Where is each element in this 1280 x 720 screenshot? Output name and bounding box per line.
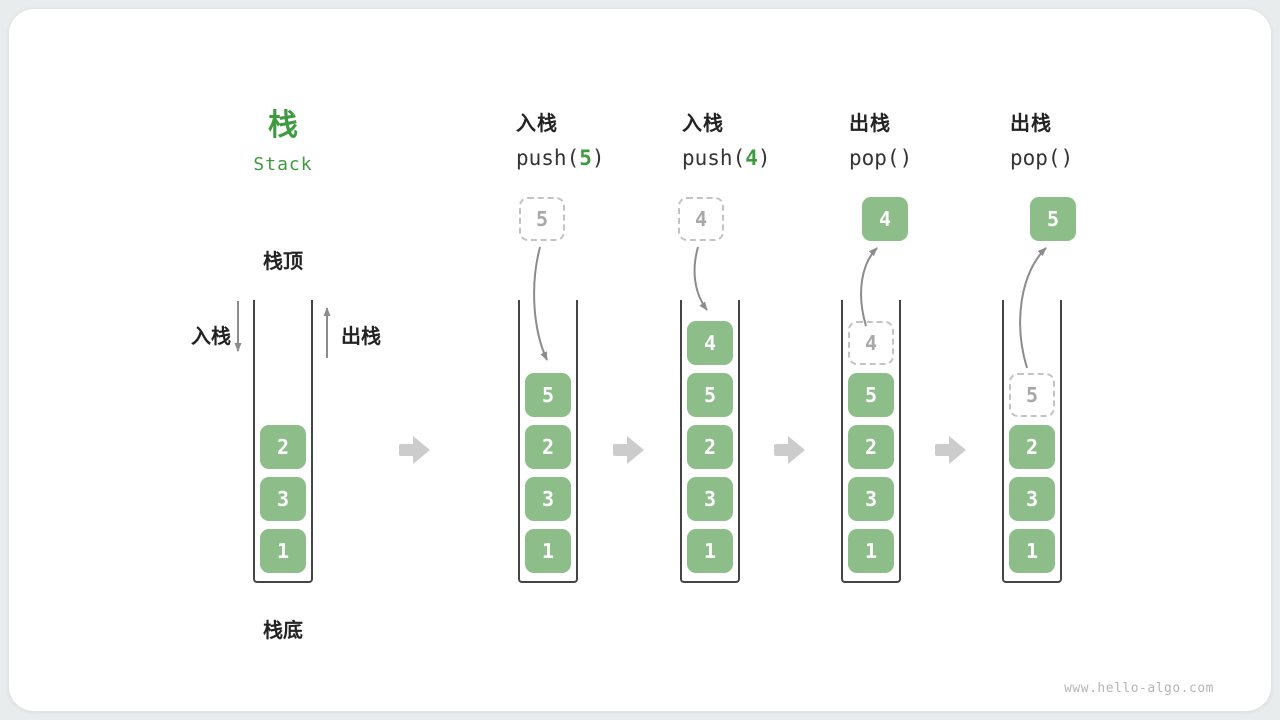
operation-code: push(4) [682, 146, 771, 170]
stack-element: 2 [525, 425, 571, 469]
operation-label: 出栈 [1010, 113, 1052, 135]
push-side-label: 入栈 [191, 326, 231, 348]
stack-element: 3 [1009, 477, 1055, 521]
next-step-arrow-icon [935, 436, 967, 464]
stack-element: 5 [687, 373, 733, 417]
stack-element: 1 [848, 529, 894, 573]
stack-element: 2 [1009, 425, 1055, 469]
stack-element: 1 [260, 529, 306, 573]
next-step-arrow-icon [399, 436, 431, 464]
stack-element: 2 [260, 425, 306, 469]
stack-element: 1 [1009, 529, 1055, 573]
stack-element: 2 [687, 425, 733, 469]
pop-side-label: 出栈 [341, 326, 381, 348]
stack-element: 3 [525, 477, 571, 521]
floating-dashed-box: 4 [678, 197, 724, 241]
arrow-bar [399, 444, 414, 456]
next-step-arrow-icon [774, 436, 806, 464]
code-function: pop( [849, 146, 900, 170]
stack-element: 4 [687, 321, 733, 365]
arrow-bar [774, 444, 789, 456]
arrow-head [413, 436, 430, 464]
stack-element: 1 [525, 529, 571, 573]
stack-element: 3 [848, 477, 894, 521]
code-function: pop( [1010, 146, 1061, 170]
code-close: ) [591, 146, 605, 170]
operation-label: 入栈 [682, 113, 724, 135]
arrow-head [627, 436, 644, 464]
code-function: push( [682, 146, 746, 170]
title-block: 栈 Stack [193, 100, 373, 175]
stack-element: 1 [687, 529, 733, 573]
stack-element: 5 [1009, 373, 1055, 417]
stack-element: 4 [848, 321, 894, 365]
operation-label: 入栈 [516, 113, 558, 135]
arrow-head [949, 436, 966, 464]
floating-solid-box: 5 [1030, 197, 1076, 241]
operation-code: pop() [1010, 146, 1073, 170]
arrow-bar [613, 444, 628, 456]
code-function: push( [516, 146, 580, 170]
stack-element: 5 [848, 373, 894, 417]
stack-bottom-label: 栈底 [263, 620, 303, 642]
stack-element: 5 [525, 373, 571, 417]
operation-code: push(5) [516, 146, 605, 170]
code-argument: 5 [579, 146, 592, 170]
code-close: ) [757, 146, 771, 170]
arrow-head [788, 436, 805, 464]
stack-element: 3 [260, 477, 306, 521]
step-header-push-5: 入栈 push(5) [516, 107, 605, 170]
watermark: www.hello-algo.com [1064, 681, 1214, 696]
code-close: ) [1060, 146, 1074, 170]
page-title: 栈 [268, 109, 298, 142]
operation-code: pop() [849, 146, 912, 170]
code-close: ) [899, 146, 913, 170]
arrow-bar [935, 444, 950, 456]
page-subtitle: Stack [253, 154, 313, 175]
stack-top-label: 栈顶 [263, 251, 303, 273]
step-header-pop-4: 出栈 pop() [849, 107, 912, 170]
stack-element: 2 [848, 425, 894, 469]
floating-solid-box: 4 [862, 197, 908, 241]
code-argument: 4 [745, 146, 758, 170]
stack-element: 3 [687, 477, 733, 521]
floating-dashed-box: 5 [519, 197, 565, 241]
next-step-arrow-icon [613, 436, 645, 464]
step-header-push-4: 入栈 push(4) [682, 107, 771, 170]
operation-label: 出栈 [849, 113, 891, 135]
step-header-pop-5: 出栈 pop() [1010, 107, 1073, 170]
